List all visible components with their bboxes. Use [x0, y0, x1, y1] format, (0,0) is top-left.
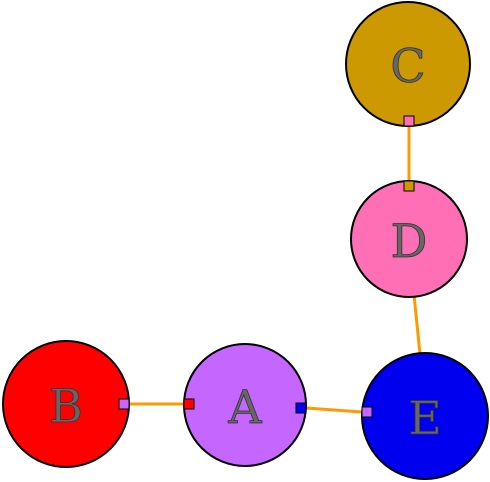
- node-a[interactable]: A: [183, 343, 307, 467]
- edge-d-e: [412, 294, 422, 355]
- node-a-label: A: [227, 380, 262, 434]
- port-b-to-a: [118, 398, 130, 410]
- node-c[interactable]: C: [345, 1, 471, 127]
- port-d-from-c: [403, 180, 415, 192]
- port-c-to-d: [403, 115, 415, 127]
- port-a-from-b: [183, 398, 195, 410]
- node-d-label: D: [391, 214, 428, 268]
- edges-layer: [129, 125, 422, 414]
- port-e-from-a: [361, 406, 373, 418]
- node-b[interactable]: B: [2, 340, 130, 468]
- port-a-to-e: [295, 402, 307, 414]
- node-e[interactable]: E: [361, 352, 489, 480]
- node-d[interactable]: D: [350, 180, 468, 298]
- node-e-label: E: [408, 391, 442, 445]
- node-c-label: C: [390, 39, 425, 93]
- ports-layer: [118, 115, 415, 418]
- node-b-label: B: [49, 379, 83, 433]
- edge-a-e: [305, 406, 363, 414]
